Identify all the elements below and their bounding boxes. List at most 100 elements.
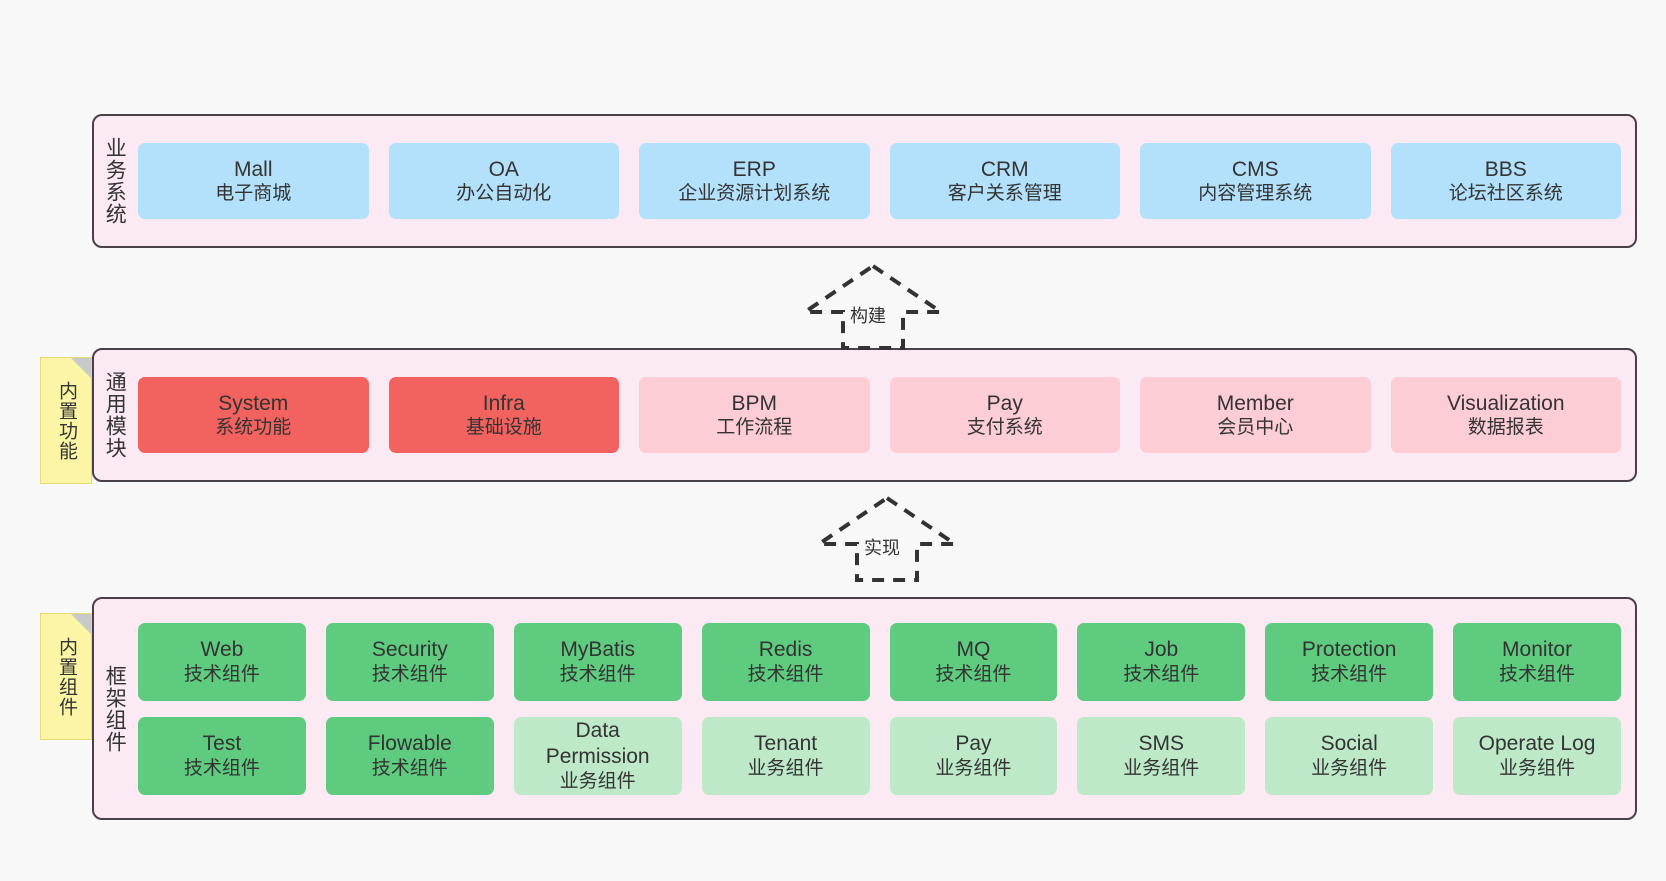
node-mq[interactable]: MQ 技术组件 bbox=[889, 622, 1058, 701]
node-bpm[interactable]: BPM 工作流程 bbox=[639, 377, 870, 453]
node-visualization[interactable]: Visualization 数据报表 bbox=[1390, 377, 1621, 453]
node-subtitle: 技术组件 bbox=[1123, 663, 1200, 685]
node-subtitle: 技术组件 bbox=[1311, 663, 1388, 685]
node-subtitle: 业务组件 bbox=[1311, 757, 1388, 779]
node-web[interactable]: Web 技术组件 bbox=[138, 622, 306, 701]
node-subtitle: 办公自动化 bbox=[456, 183, 552, 205]
node-title: BBS bbox=[1484, 157, 1527, 181]
layer-framework-components: 框架组件 Web 技术组件 Security 技术组件 MyBatis 技术组件… bbox=[92, 597, 1637, 820]
node-subtitle: 技术组件 bbox=[371, 663, 448, 685]
layer-body-framework-components: Web 技术组件 Security 技术组件 MyBatis 技术组件 Redi… bbox=[134, 599, 1635, 818]
node-title: OA bbox=[488, 157, 519, 181]
node-mall[interactable]: Mall 电子商城 bbox=[138, 143, 369, 219]
node-data-permission[interactable]: Data Permission 业务组件 bbox=[513, 716, 682, 795]
node-subtitle: 业务组件 bbox=[935, 757, 1012, 779]
node-subtitle: 客户关系管理 bbox=[947, 183, 1062, 205]
node-cms[interactable]: CMS 内容管理系统 bbox=[1140, 143, 1371, 219]
node-test[interactable]: Test 技术组件 bbox=[138, 716, 306, 795]
node-erp[interactable]: ERP 企业资源计划系统 bbox=[639, 143, 870, 219]
connector-implement: 实现 bbox=[812, 494, 962, 582]
node-subtitle: 业务组件 bbox=[747, 757, 824, 779]
node-title: Data Permission bbox=[545, 719, 650, 768]
note-builtin-features: 内置功能 bbox=[40, 357, 92, 484]
node-security[interactable]: Security 技术组件 bbox=[325, 622, 494, 701]
connector-label-implement: 实现 bbox=[864, 538, 900, 558]
node-subtitle: 技术组件 bbox=[559, 663, 636, 685]
node-operate-log[interactable]: Operate Log 业务组件 bbox=[1453, 716, 1621, 795]
note-builtin-components: 内置组件 bbox=[40, 613, 92, 740]
node-title: SMS bbox=[1138, 732, 1185, 756]
node-member[interactable]: Member 会员中心 bbox=[1140, 377, 1371, 453]
layer-business-systems: 业务系统 Mall 电子商城 OA 办公自动化 ERP 企业资源计划系统 CRM… bbox=[92, 114, 1637, 248]
node-subtitle: 技术组件 bbox=[935, 663, 1012, 685]
node-title: Visualization bbox=[1446, 391, 1565, 415]
node-subtitle: 技术组件 bbox=[371, 757, 448, 779]
node-system[interactable]: System 系统功能 bbox=[138, 377, 369, 453]
node-subtitle: 论坛社区系统 bbox=[1448, 183, 1563, 205]
node-subtitle: 系统功能 bbox=[215, 417, 292, 439]
connector-build: 构建 bbox=[798, 262, 948, 350]
node-crm[interactable]: CRM 客户关系管理 bbox=[889, 143, 1120, 219]
layer-body-common-modules: System 系统功能 Infra 基础设施 BPM 工作流程 Pay 支付系统… bbox=[134, 350, 1635, 480]
node-title: Job bbox=[1144, 638, 1179, 662]
node-subtitle: 业务组件 bbox=[559, 770, 636, 792]
node-title: Flowable bbox=[367, 732, 452, 756]
node-mybatis[interactable]: MyBatis 技术组件 bbox=[513, 622, 682, 701]
dashed-hollow-arrow-up-icon bbox=[812, 495, 962, 582]
node-social[interactable]: Social 业务组件 bbox=[1265, 716, 1434, 795]
node-job[interactable]: Job 技术组件 bbox=[1077, 622, 1246, 701]
node-subtitle: 数据报表 bbox=[1467, 417, 1544, 439]
node-title: CMS bbox=[1231, 157, 1279, 181]
node-title: Monitor bbox=[1502, 638, 1573, 662]
node-title: CRM bbox=[980, 157, 1029, 181]
node-flowable[interactable]: Flowable 技术组件 bbox=[325, 716, 494, 795]
node-subtitle: 技术组件 bbox=[1499, 663, 1576, 685]
node-title: BPM bbox=[731, 391, 777, 415]
dashed-hollow-arrow-up-icon bbox=[798, 263, 948, 350]
node-title: MyBatis bbox=[560, 638, 636, 662]
node-row: Mall 电子商城 OA 办公自动化 ERP 企业资源计划系统 CRM 客户关系… bbox=[138, 143, 1621, 219]
node-title: System bbox=[218, 391, 289, 415]
node-subtitle: 技术组件 bbox=[183, 757, 260, 779]
node-monitor[interactable]: Monitor 技术组件 bbox=[1453, 622, 1621, 701]
node-row: Web 技术组件 Security 技术组件 MyBatis 技术组件 Redi… bbox=[138, 622, 1621, 701]
node-pay[interactable]: Pay 支付系统 bbox=[889, 377, 1120, 453]
node-title: Pay bbox=[955, 732, 992, 756]
node-oa[interactable]: OA 办公自动化 bbox=[388, 143, 619, 219]
node-subtitle: 电子商城 bbox=[215, 183, 292, 205]
node-title: Protection bbox=[1301, 638, 1397, 662]
node-title: Test bbox=[202, 732, 242, 756]
node-subtitle: 业务组件 bbox=[1123, 757, 1200, 779]
node-row: System 系统功能 Infra 基础设施 BPM 工作流程 Pay 支付系统… bbox=[138, 377, 1621, 453]
node-protection[interactable]: Protection 技术组件 bbox=[1265, 622, 1434, 701]
node-title: ERP bbox=[732, 157, 776, 181]
node-title: Redis bbox=[758, 638, 813, 662]
node-title: Operate Log bbox=[1478, 732, 1596, 756]
layer-title-framework-components: 框架组件 bbox=[103, 664, 127, 753]
layer-body-business-systems: Mall 电子商城 OA 办公自动化 ERP 企业资源计划系统 CRM 客户关系… bbox=[134, 116, 1635, 246]
node-subtitle: 基础设施 bbox=[465, 417, 542, 439]
node-infra[interactable]: Infra 基础设施 bbox=[388, 377, 619, 453]
node-title: Security bbox=[371, 638, 448, 662]
node-title: Pay bbox=[986, 391, 1023, 415]
node-title: Social bbox=[1320, 732, 1378, 756]
node-subtitle: 技术组件 bbox=[747, 663, 824, 685]
node-bbs[interactable]: BBS 论坛社区系统 bbox=[1390, 143, 1621, 219]
node-subtitle: 会员中心 bbox=[1217, 417, 1294, 439]
node-title: Mall bbox=[233, 157, 273, 181]
node-subtitle: 工作流程 bbox=[716, 417, 793, 439]
node-pay-component[interactable]: Pay 业务组件 bbox=[889, 716, 1058, 795]
node-redis[interactable]: Redis 技术组件 bbox=[701, 622, 870, 701]
node-subtitle: 业务组件 bbox=[1499, 757, 1576, 779]
node-tenant[interactable]: Tenant 业务组件 bbox=[701, 716, 870, 795]
node-title: Web bbox=[200, 638, 244, 662]
node-subtitle: 技术组件 bbox=[183, 663, 260, 685]
layer-title-business-systems: 业务系统 bbox=[103, 137, 127, 225]
node-subtitle: 企业资源计划系统 bbox=[678, 183, 831, 205]
node-title: Infra bbox=[482, 391, 525, 415]
node-subtitle: 内容管理系统 bbox=[1198, 183, 1313, 205]
node-sms[interactable]: SMS 业务组件 bbox=[1077, 716, 1246, 795]
node-title: MQ bbox=[956, 638, 991, 662]
note-label: 内置组件 bbox=[56, 636, 78, 717]
connector-label-build: 构建 bbox=[850, 306, 886, 326]
